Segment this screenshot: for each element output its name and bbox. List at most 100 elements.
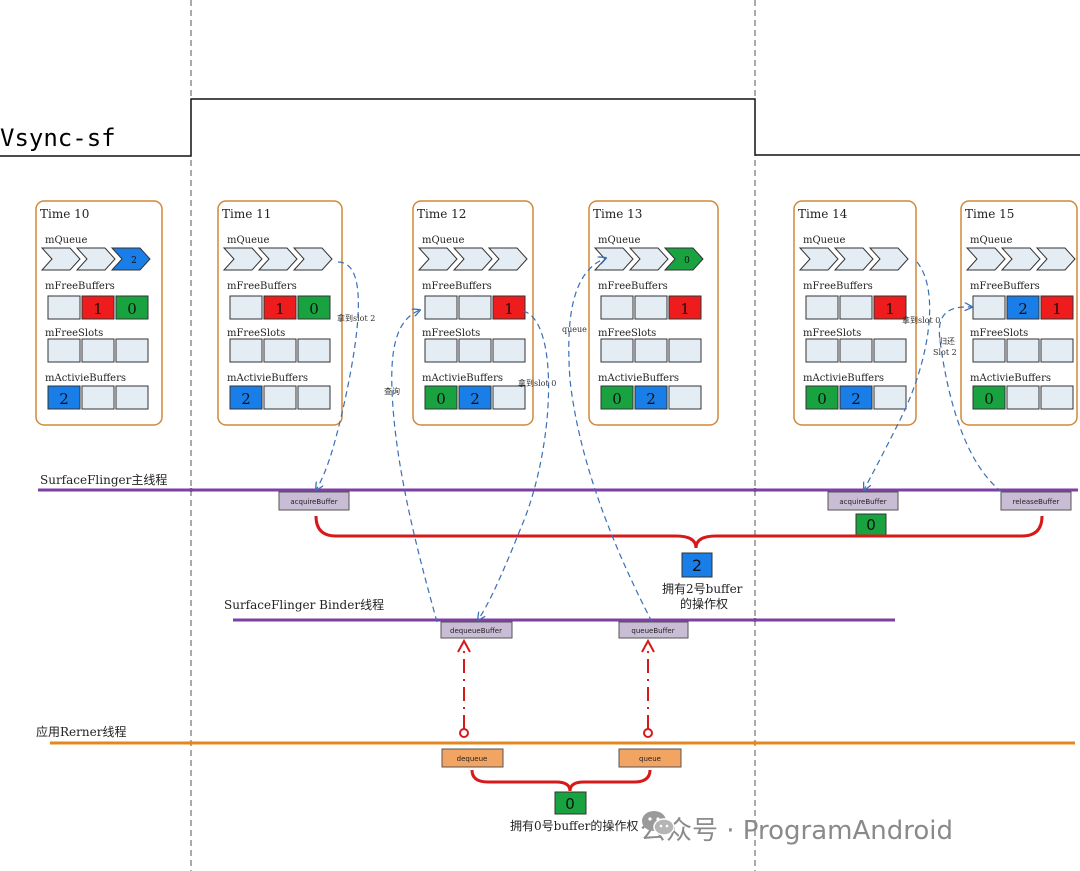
free-buffer-cell	[1006, 295, 1040, 320]
queue-label: mQueue	[803, 235, 845, 246]
flow-release-to-time15	[938, 307, 1003, 493]
active-buffers-label: mActivieBuffers	[803, 373, 884, 384]
free-buffer-cell-value: 1	[275, 300, 285, 318]
active-buffer-cell-value: 2	[241, 390, 251, 408]
annotation-return-slot: Slot 2	[933, 348, 957, 357]
flow-queue-to-time13	[568, 258, 653, 623]
owned-buffer-2-text-line2: 的操作权	[680, 596, 728, 611]
free-buffer-cell-value: 1	[93, 300, 103, 318]
acquire-buffer-op	[278, 491, 350, 511]
free-buffer-cell-value: 2	[1018, 300, 1028, 318]
free-slot-cell	[668, 338, 702, 363]
queue-label: mQueue	[227, 235, 269, 246]
active-buffer-cell	[115, 385, 149, 410]
joint-dot	[189, 488, 193, 492]
ownership-brace-2	[314, 515, 1044, 549]
active-buffers-label: mActivieBuffers	[422, 373, 503, 384]
owned-buffer-2-value: 2	[692, 556, 702, 575]
queue-chevron	[487, 247, 528, 271]
owned-buffer-0-text: 拥有0号buffer的操作权	[510, 818, 638, 833]
active-buffer-cell	[424, 385, 458, 410]
active-buffer-cell	[1040, 385, 1074, 410]
time-panel-title: Time 13	[593, 207, 642, 221]
queue-call-origin	[643, 728, 653, 738]
free-slot-cell	[873, 338, 907, 363]
queue-chevron	[1000, 247, 1041, 271]
free-slots-label: mFreeSlots	[45, 328, 103, 339]
free-buffer-cell	[839, 295, 873, 320]
free-slot-cell	[600, 338, 634, 363]
free-buffers-label: mFreeBuffers	[598, 281, 668, 292]
active-buffer-cell	[634, 385, 668, 410]
free-slot-cell	[424, 338, 458, 363]
free-slot-cell	[263, 338, 297, 363]
queue-chevron	[1035, 247, 1076, 271]
free-buffer-cell	[873, 295, 907, 320]
free-buffer-cell	[424, 295, 458, 320]
active-buffer-cell	[81, 385, 115, 410]
queue-chevron	[628, 247, 669, 271]
owned-buffer-2-badge	[681, 552, 713, 578]
free-slot-cell	[458, 338, 492, 363]
queue-chevron	[222, 247, 263, 271]
free-buffer-cell	[458, 295, 492, 320]
free-buffer-cell-value: 0	[309, 300, 319, 318]
active-buffer-cell	[492, 385, 526, 410]
queue-head-chevron	[663, 247, 704, 271]
free-buffer-cell	[115, 295, 149, 320]
active-buffer-cell	[972, 385, 1006, 410]
flow-acquire-from-time14	[864, 261, 931, 490]
free-slot-cell	[492, 338, 526, 363]
active-buffer-cell	[47, 385, 81, 410]
time-panel: Time 15mQueuemFreeBuffersmFreeSlotsmActi…	[960, 200, 1078, 426]
queue-chevron	[292, 247, 333, 271]
free-buffer-cell	[263, 295, 297, 320]
time-panel-title: Time 10	[40, 207, 89, 221]
watermark-text: 公众号 · ProgramAndroid	[640, 815, 954, 846]
time-panel: Time 13mQueuemFreeBuffersmFreeSlotsmActi…	[588, 200, 719, 426]
free-slot-cell	[229, 338, 263, 363]
free-slots-label: mFreeSlots	[422, 328, 480, 339]
time-panel-title: Time 14	[798, 207, 848, 221]
free-buffers-label: mFreeBuffers	[803, 281, 873, 292]
active-buffer-cell	[297, 385, 331, 410]
annotation-take-slot0-b: 拿到slot 0	[902, 315, 940, 325]
active-buffer-cell-value: 0	[612, 390, 622, 408]
active-buffers-label: mActivieBuffers	[45, 373, 126, 384]
owned-buffer-0-badge	[554, 791, 587, 815]
free-buffer-cell	[47, 295, 81, 320]
free-buffers-label: mFreeBuffers	[45, 281, 115, 292]
active-buffer-cell-value: 0	[436, 390, 446, 408]
dequeue-buffer-op-label: dequeueBuffer	[450, 627, 502, 635]
free-buffer-cell	[668, 295, 702, 320]
joint-dot	[753, 741, 757, 745]
dequeue-call-arrowhead	[457, 638, 471, 653]
dequeue-buffer-op	[440, 621, 513, 639]
app-render-thread-label: 应用Rerner线程	[36, 724, 126, 739]
free-buffer-cell	[805, 295, 839, 320]
sf-binder-thread-label: SurfaceFlinger Binder线程	[224, 597, 384, 612]
joint-dot	[753, 488, 757, 492]
joint-dot	[189, 741, 193, 745]
time-panel: Time 14mQueuemFreeBuffersmFreeSlotsmActi…	[793, 200, 917, 426]
queue-label: mQueue	[970, 235, 1012, 246]
queue-label: mQueue	[422, 235, 464, 246]
time-panel: Time 12mQueuemFreeBuffersmFreeSlotsmActi…	[412, 200, 534, 426]
queue-chevron	[965, 247, 1006, 271]
annotation-return: 归还	[939, 336, 955, 346]
free-buffer-cell	[634, 295, 668, 320]
queue-head-chevron	[110, 247, 151, 271]
time-panels: Time 10 mQueue mFreeBuffers mFreeSlots mActi…	[35, 200, 1078, 426]
acquire-buffer-op-2-label: acquireBuffer	[839, 498, 886, 506]
free-buffers-label: mFreeBuffers	[227, 281, 297, 292]
free-buffer-cell-value: 0	[127, 300, 137, 318]
active-buffer-cell	[263, 385, 297, 410]
free-slots-label: mFreeSlots	[227, 328, 285, 339]
active-buffers-label: mActivieBuffers	[598, 373, 679, 384]
queue-chevron	[417, 247, 458, 271]
free-slot-cell	[115, 338, 149, 363]
vsync-label: Vsync-sf	[0, 124, 116, 152]
free-slot-cell	[1006, 338, 1040, 363]
active-buffer-cell	[600, 385, 634, 410]
